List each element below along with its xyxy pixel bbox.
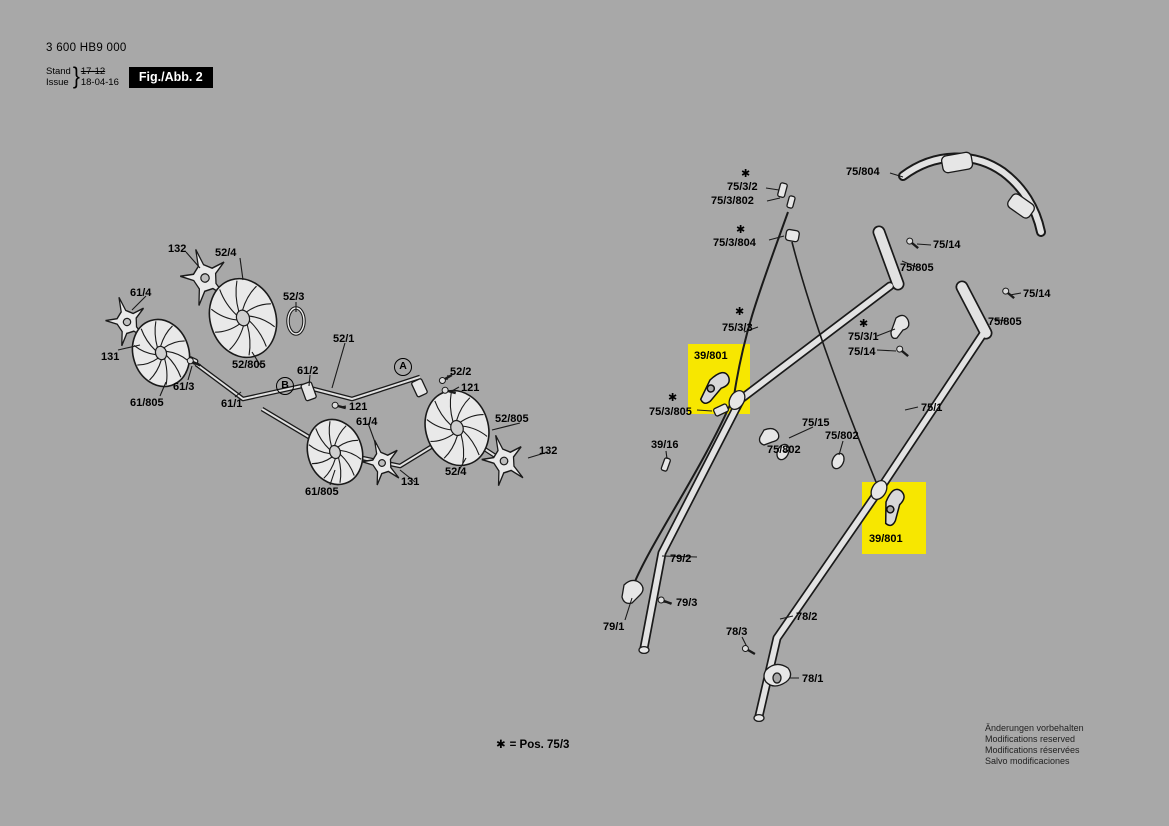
part-label-75-15: 75/15 bbox=[802, 417, 830, 429]
part-label-52-3: 52/3 bbox=[283, 291, 305, 303]
part-label-75-14: 75/14 bbox=[1023, 288, 1051, 300]
part-label-75-3-805: 75/3/805 bbox=[649, 406, 692, 418]
disclaimer-line: Modifications réservées bbox=[985, 745, 1080, 755]
part-label-61-2: 61/2 bbox=[297, 365, 319, 377]
part-label-75-3-804: 75/3/804 bbox=[713, 237, 756, 249]
part-label-78-1: 78/1 bbox=[802, 673, 824, 685]
superseded-issue-date: 17-12 bbox=[80, 66, 106, 77]
part-label-131: 131 bbox=[101, 351, 120, 363]
part-label-75-3-1: 75/3/1 bbox=[848, 331, 879, 343]
part-label-39-801: 39/801 bbox=[869, 533, 903, 545]
disclaimer-line: Modifications reserved bbox=[985, 734, 1076, 744]
part-label-121: 121 bbox=[349, 401, 368, 413]
part-label-78-3: 78/3 bbox=[726, 626, 748, 638]
part-label-52-805: 52/805 bbox=[232, 359, 266, 371]
current-issue-date: 18-04-16 bbox=[80, 77, 119, 88]
callout-a: A bbox=[394, 358, 412, 376]
disclaimer-line: Änderungen vorbehalten bbox=[985, 723, 1084, 733]
part-label-78-2: 78/2 bbox=[796, 611, 818, 623]
legend-text: = Pos. 75/3 bbox=[509, 739, 570, 751]
part-label-75-3-3: 75/3/3 bbox=[722, 322, 753, 334]
legend-asterisk: ✱ bbox=[496, 737, 506, 751]
issue-label: Issue bbox=[46, 77, 69, 88]
part-label-61-3: 61/3 bbox=[173, 381, 195, 393]
part-label-52-4: 52/4 bbox=[445, 466, 467, 478]
part-label-52-805: 52/805 bbox=[495, 413, 529, 425]
part-label-39-801: 39/801 bbox=[694, 350, 728, 362]
part-label-39-16: 39/16 bbox=[651, 439, 679, 451]
pos-asterisk: ✱ bbox=[668, 391, 678, 404]
part-label-79-3: 79/3 bbox=[676, 597, 698, 609]
part-label-61-805: 61/805 bbox=[305, 486, 339, 498]
lever-39-801-right-icon bbox=[884, 488, 905, 527]
figure-label: Fig./Abb. 2 bbox=[128, 66, 213, 88]
pos-asterisk: ✱ bbox=[741, 167, 751, 180]
part-label-75-802: 75/802 bbox=[825, 430, 859, 442]
part-label-121: 121 bbox=[461, 382, 480, 394]
pos-asterisk: ✱ bbox=[735, 305, 745, 318]
part-label-61-1: 61/1 bbox=[221, 398, 243, 410]
part-label-61-805: 61/805 bbox=[130, 397, 164, 409]
part-label-75-3-2: 75/3/2 bbox=[727, 181, 758, 193]
document-number: 3 600 HB9 000 bbox=[46, 42, 127, 54]
pos-asterisk: ✱ bbox=[736, 223, 746, 236]
part-label-75-805: 75/805 bbox=[900, 262, 934, 274]
part-label-75-3-802: 75/3/802 bbox=[711, 195, 754, 207]
part-label-75-14: 75/14 bbox=[848, 346, 876, 358]
part-label-61-4: 61/4 bbox=[130, 287, 152, 299]
legend-note: ✱= Pos. 75/3 bbox=[496, 737, 569, 751]
part-label-79-1: 79/1 bbox=[603, 621, 625, 633]
part-label-75-804: 75/804 bbox=[846, 166, 880, 178]
lever-39-801-left-icon bbox=[699, 371, 730, 404]
part-label-52-1: 52/1 bbox=[333, 333, 355, 345]
stand-label: Stand bbox=[46, 66, 71, 77]
part-label-131: 131 bbox=[401, 476, 420, 488]
part-label-132: 132 bbox=[168, 243, 187, 255]
disclaimer-line: Salvo modificaciones bbox=[985, 756, 1070, 766]
issue-block: Stand Issue } 17-12 18-04-16 Fig./Abb. 2 bbox=[46, 63, 213, 90]
title-block: 3 600 HB9 000 Stand Issue } 17-12 18-04-… bbox=[46, 42, 213, 89]
part-label-132: 132 bbox=[539, 445, 558, 457]
callout-b: B bbox=[276, 377, 294, 395]
part-label-61-4: 61/4 bbox=[356, 416, 378, 428]
part-label-75-1: 75/1 bbox=[921, 402, 943, 414]
part-label-52-4: 52/4 bbox=[215, 247, 237, 259]
part-label-52-2: 52/2 bbox=[450, 366, 472, 378]
pos-asterisk: ✱ bbox=[859, 317, 869, 330]
part-label-79-2: 79/2 bbox=[670, 553, 692, 565]
issue-brace: } bbox=[72, 63, 80, 90]
part-label-75-14: 75/14 bbox=[933, 239, 961, 251]
part-label-75-802: 75/802 bbox=[767, 444, 801, 456]
part-label-75-805: 75/805 bbox=[988, 316, 1022, 328]
